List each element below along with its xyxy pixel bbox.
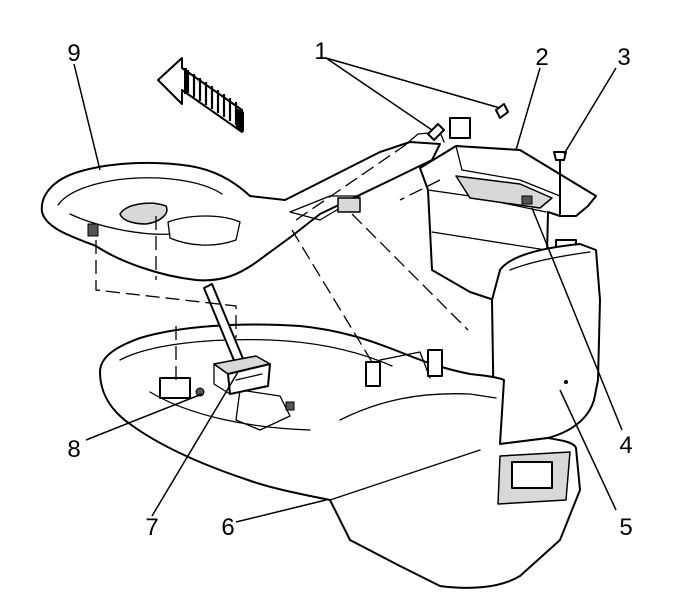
fasteners — [427, 103, 567, 215]
callout-3: 3 — [617, 44, 631, 71]
callout-9: 9 — [67, 40, 81, 67]
front-direction-arrow-icon — [157, 57, 244, 133]
console-trim-plate — [40, 131, 445, 282]
rear-closeout-panel — [491, 243, 601, 445]
shift-indicator-assembly — [195, 283, 271, 397]
leader-lines — [73, 57, 623, 523]
callout-1: 1 — [314, 38, 328, 65]
callout-8: 8 — [67, 436, 81, 463]
console-housing — [99, 323, 581, 589]
callout-4: 4 — [619, 432, 633, 459]
callout-5: 5 — [619, 514, 633, 541]
alignment-lines — [95, 145, 469, 386]
callout-2: 2 — [535, 44, 549, 71]
callout-6: 6 — [221, 514, 235, 541]
callout-7: 7 — [145, 514, 159, 541]
